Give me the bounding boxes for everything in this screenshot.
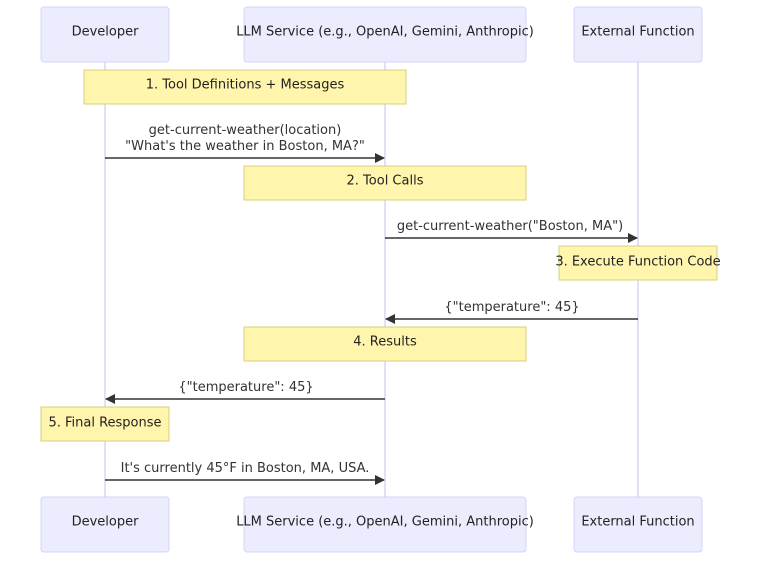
message-results-return: {"temperature": 45} (105, 380, 385, 404)
note-final-response-label: 5. Final Response (48, 416, 161, 431)
actor-external-function-bottom-label: External Function (581, 515, 694, 530)
note-execute-function: 3. Execute Function Code (555, 245, 721, 281)
actor-llm-service-bottom-label: LLM Service (e.g., OpenAI, Gemini, Anthr… (236, 515, 534, 530)
message-final-answer-label: It's currently 45°F in Boston, MA, USA. (121, 461, 370, 476)
message-final-answer: It's currently 45°F in Boston, MA, USA. (105, 461, 385, 485)
note-tool-calls-label: 2. Tool Calls (347, 174, 424, 189)
note-tool-definitions: 1. Tool Definitions + Messages (83, 69, 407, 105)
message-weather-request-label-line-1: get-current-weather(location) (149, 123, 342, 138)
actor-llm-service-bottom: LLM Service (e.g., OpenAI, Gemini, Anthr… (236, 496, 534, 553)
note-results-label: 4. Results (353, 335, 417, 350)
message-function-call-label: get-current-weather("Boston, MA") (397, 219, 623, 234)
message-function-result: {"temperature": 45} (385, 300, 638, 324)
note-execute-function-label: 3. Execute Function Code (555, 255, 720, 270)
actor-developer-top-label: Developer (72, 25, 140, 40)
actor-external-function-top: External Function (573, 6, 703, 63)
note-results: 4. Results (243, 326, 527, 362)
message-weather-request: get-current-weather(location) "What's th… (105, 123, 385, 163)
actor-developer-bottom: Developer (40, 496, 170, 553)
message-results-return-label: {"temperature": 45} (178, 380, 313, 395)
message-function-call: get-current-weather("Boston, MA") (385, 219, 638, 243)
actor-llm-service-top: LLM Service (e.g., OpenAI, Gemini, Anthr… (236, 6, 534, 63)
message-weather-request-label-line-2: "What's the weather in Boston, MA?" (125, 139, 365, 154)
note-final-response: 5. Final Response (40, 406, 170, 442)
note-tool-calls: 2. Tool Calls (243, 165, 527, 201)
actor-external-function-top-label: External Function (581, 25, 694, 40)
actor-llm-service-top-label: LLM Service (e.g., OpenAI, Gemini, Anthr… (236, 25, 534, 40)
note-tool-definitions-label: 1. Tool Definitions + Messages (146, 78, 345, 93)
actor-developer-top: Developer (40, 6, 170, 63)
actor-external-function-bottom: External Function (573, 496, 703, 553)
actor-developer-bottom-label: Developer (72, 515, 140, 530)
message-function-result-label: {"temperature": 45} (444, 300, 579, 315)
